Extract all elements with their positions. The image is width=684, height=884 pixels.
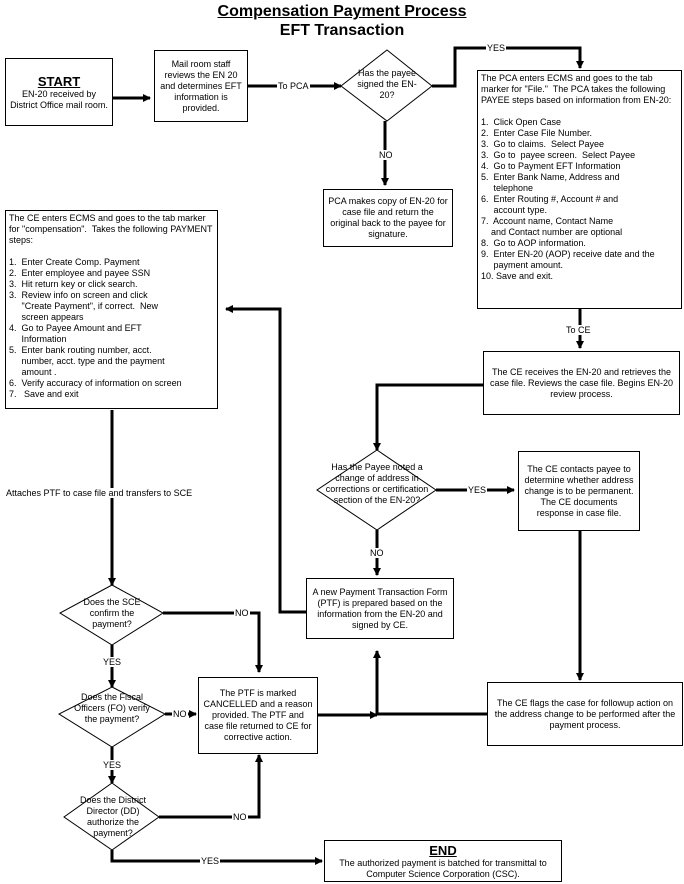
ptf-cancelled-text: The PTF is marked CANCELLED and a reason… <box>203 688 313 742</box>
ce-step: 6. Verify accuracy of information on scr… <box>9 378 182 388</box>
start-text: EN-20 received by District Office mail r… <box>10 88 108 110</box>
pca-step: 1. Click Open Case <box>481 117 562 127</box>
start-box: START EN-20 received by District Office … <box>5 58 113 126</box>
pca-step: 10. Save and exit. <box>481 271 554 281</box>
ce-step: 4. Go to Payee Amount and EFT Informatio… <box>9 323 142 344</box>
pca-copy-box: PCA makes copy of EN-20 for case file an… <box>323 189 453 247</box>
label-to-pca: To PCA <box>277 81 310 91</box>
pca-step: 4. Go to Payment EFT Information <box>481 161 621 171</box>
ce-step: 1. Enter Create Comp. Payment <box>9 257 140 267</box>
mailroom-box: Mail room staff reviews the EN 20 and de… <box>154 50 248 122</box>
ce-contacts-text: The CE contacts payee to determine wheth… <box>524 463 634 518</box>
page-subtitle: EFT Transaction <box>279 22 405 39</box>
page-title: Compensation Payment Process <box>217 3 467 20</box>
pca-step: 9. Enter EN-20 (AOP) receive date and th… <box>481 249 655 270</box>
pca-step: 8. Go to AOP information. <box>481 238 586 248</box>
label-address-yes: YES <box>467 485 488 495</box>
arrow-ce-to-address <box>373 383 483 451</box>
ce-flags-box: The CE flags the case for followup actio… <box>487 682 683 746</box>
decision-fo-verify <box>57 686 167 748</box>
arrow-ptf-to-ce-steps <box>225 305 306 614</box>
arrow-sce-no <box>163 611 263 673</box>
pca-step: 2. Enter Case File Number. <box>481 128 593 138</box>
pca-step: 5. Enter Bank Name, Address and telephon… <box>481 172 620 193</box>
pca-step: 7. Account name, Contact Name and Contac… <box>481 216 623 237</box>
end-text: The authorized payment is batched for tr… <box>339 857 547 879</box>
arrow-dd-no <box>159 754 263 819</box>
label-signed-yes: YES <box>486 43 507 53</box>
label-sce-yes: YES <box>102 657 123 667</box>
label-to-ce: To CE <box>565 325 592 335</box>
start-heading: START <box>37 73 81 89</box>
label-dd-yes: YES <box>200 856 221 866</box>
ce-steps-intro: The CE enters ECMS and goes to the tab m… <box>9 213 215 245</box>
pca-steps-intro: The PCA enters ECMS and goes to the tab … <box>481 73 672 105</box>
label-signed-no: NO <box>378 150 394 160</box>
address-change-question: Has the Payee noted a change of address … <box>325 462 429 505</box>
ce-receives-box: The CE receives the EN-20 and retrieves … <box>483 351 680 415</box>
decision-address-change <box>316 449 437 531</box>
ptf-new-text: A new Payment Transaction Form (PTF) is … <box>312 586 448 630</box>
ce-flags-text: The CE flags the case for followup actio… <box>494 697 676 730</box>
ce-contacts-box: The CE contacts payee to determine wheth… <box>518 451 640 531</box>
mailroom-text: Mail room staff reviews the EN 20 and de… <box>160 58 242 113</box>
pca-step: 3. Go to payee screen. Select Payee <box>481 150 636 160</box>
sce-confirm-question: Does the SCE confirm the payment? <box>83 597 141 629</box>
ce-step: 7. Save and exit <box>9 389 79 399</box>
pca-steps-box: The PCA enters ECMS and goes to the tab … <box>477 70 682 309</box>
arrow-dd-yes <box>110 850 323 865</box>
end-box: END The authorized payment is batched fo… <box>324 840 562 882</box>
ptf-new-box: A new Payment Transaction Form (PTF) is … <box>306 578 454 639</box>
ce-step: 2. Enter employee and payee SSN <box>9 268 151 278</box>
ce-receives-text: The CE receives the EN-20 and retrieves … <box>489 366 674 399</box>
pca-step: 3. Go to claims. Select Payee <box>481 139 605 149</box>
label-fo-yes: YES <box>102 760 123 770</box>
pca-step: 6. Enter Routing #, Account # and accoun… <box>481 194 619 215</box>
ptf-cancelled-box: The PTF is marked CANCELLED and a reason… <box>198 677 318 754</box>
end-heading: END <box>429 842 457 858</box>
label-address-no: NO <box>369 548 385 558</box>
payee-signed-question: Has the payee signed the EN-20? <box>357 68 417 100</box>
arrow-signed-yes <box>432 46 584 88</box>
ce-step: 5. Enter bank routing number, acct. numb… <box>9 345 165 377</box>
ce-steps-box: The CE enters ECMS and goes to the tab m… <box>5 210 218 409</box>
ce-step: 3. Hit return key or click search. <box>9 279 138 289</box>
decision-dd-authorize <box>63 782 160 851</box>
ce-step: 3. Review info on screen and click "Crea… <box>9 290 158 322</box>
pca-copy-text: PCA makes copy of EN-20 for case file an… <box>328 196 448 239</box>
decision-sce-confirm <box>58 584 164 646</box>
label-dd-no: NO <box>232 812 248 822</box>
dd-authorize-question: Does the District Director (DD) authoriz… <box>79 795 147 838</box>
label-sce-no: NO <box>234 608 250 618</box>
fo-verify-question: Does the Fiscal Officers (FO) verify the… <box>74 692 150 724</box>
label-attaches-ptf: Attaches PTF to case file and transfers … <box>5 488 194 498</box>
decision-payee-signed <box>340 49 433 122</box>
label-fo-no: NO <box>172 709 188 719</box>
